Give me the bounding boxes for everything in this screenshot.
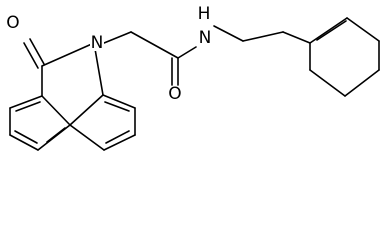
bond-cyhex-c4-c5	[344, 69, 380, 97]
bond-ringR-c8a-c8	[102, 94, 136, 109]
bond-ringL-c4-c5	[9, 134, 39, 151]
bond-ring5-n1-c8a	[93, 42, 104, 96]
bond-nh-ch2	[213, 25, 244, 42]
bond-lactam-c-o-2	[23, 42, 39, 69]
bond-cyhex-c5-c6	[309, 69, 346, 97]
amide-hydrogen-label: H	[198, 4, 211, 24]
chemical-structure: O N O N H	[6, 4, 380, 151]
bond-ringL-inner-c2a-c3	[15, 101, 41, 112]
bond-lactam-c-o-1	[29, 38, 45, 65]
bond-co-nh	[177, 46, 197, 59]
bond-ring5-c8a-c8b	[69, 94, 104, 126]
bond-ringR-c6-c5a	[69, 124, 105, 151]
amide-nitrogen-label: N	[199, 28, 212, 48]
bond-ch2-ring	[282, 31, 311, 44]
lactam-nitrogen-label: N	[91, 33, 104, 53]
bond-ch2-co	[130, 31, 179, 59]
bond-cyhex-c2-c3	[346, 17, 380, 42]
bond-ch2-ch2	[242, 31, 284, 42]
lactam-oxygen-label: O	[6, 13, 19, 33]
bond-n1-ch2	[103, 31, 132, 44]
amide-oxygen-label: O	[168, 84, 181, 104]
lactam-nitrogen-label-bg	[90, 35, 104, 51]
bond-ring5-c8b-c2a	[41, 95, 71, 126]
bond-ringR-inner-c7-c6	[105, 130, 130, 144]
bond-ring5-c2-n1	[41, 42, 95, 67]
bond-ringR-c7-c6	[103, 134, 136, 151]
bond-ringL-inner-c4-c5	[14, 130, 38, 144]
bond-layer	[9, 17, 380, 151]
bond-ringL-c2a-c3	[9, 95, 43, 109]
bond-ringL-inner-c5a	[46, 127, 66, 143]
bond-ringR-inner-c8a-c8	[104, 101, 130, 112]
bond-cyhex-c1-c2-inner	[316, 20, 347, 41]
bond-cyhex-c1-c2	[309, 17, 348, 44]
atom-label-layer: O N O N H	[6, 4, 211, 104]
